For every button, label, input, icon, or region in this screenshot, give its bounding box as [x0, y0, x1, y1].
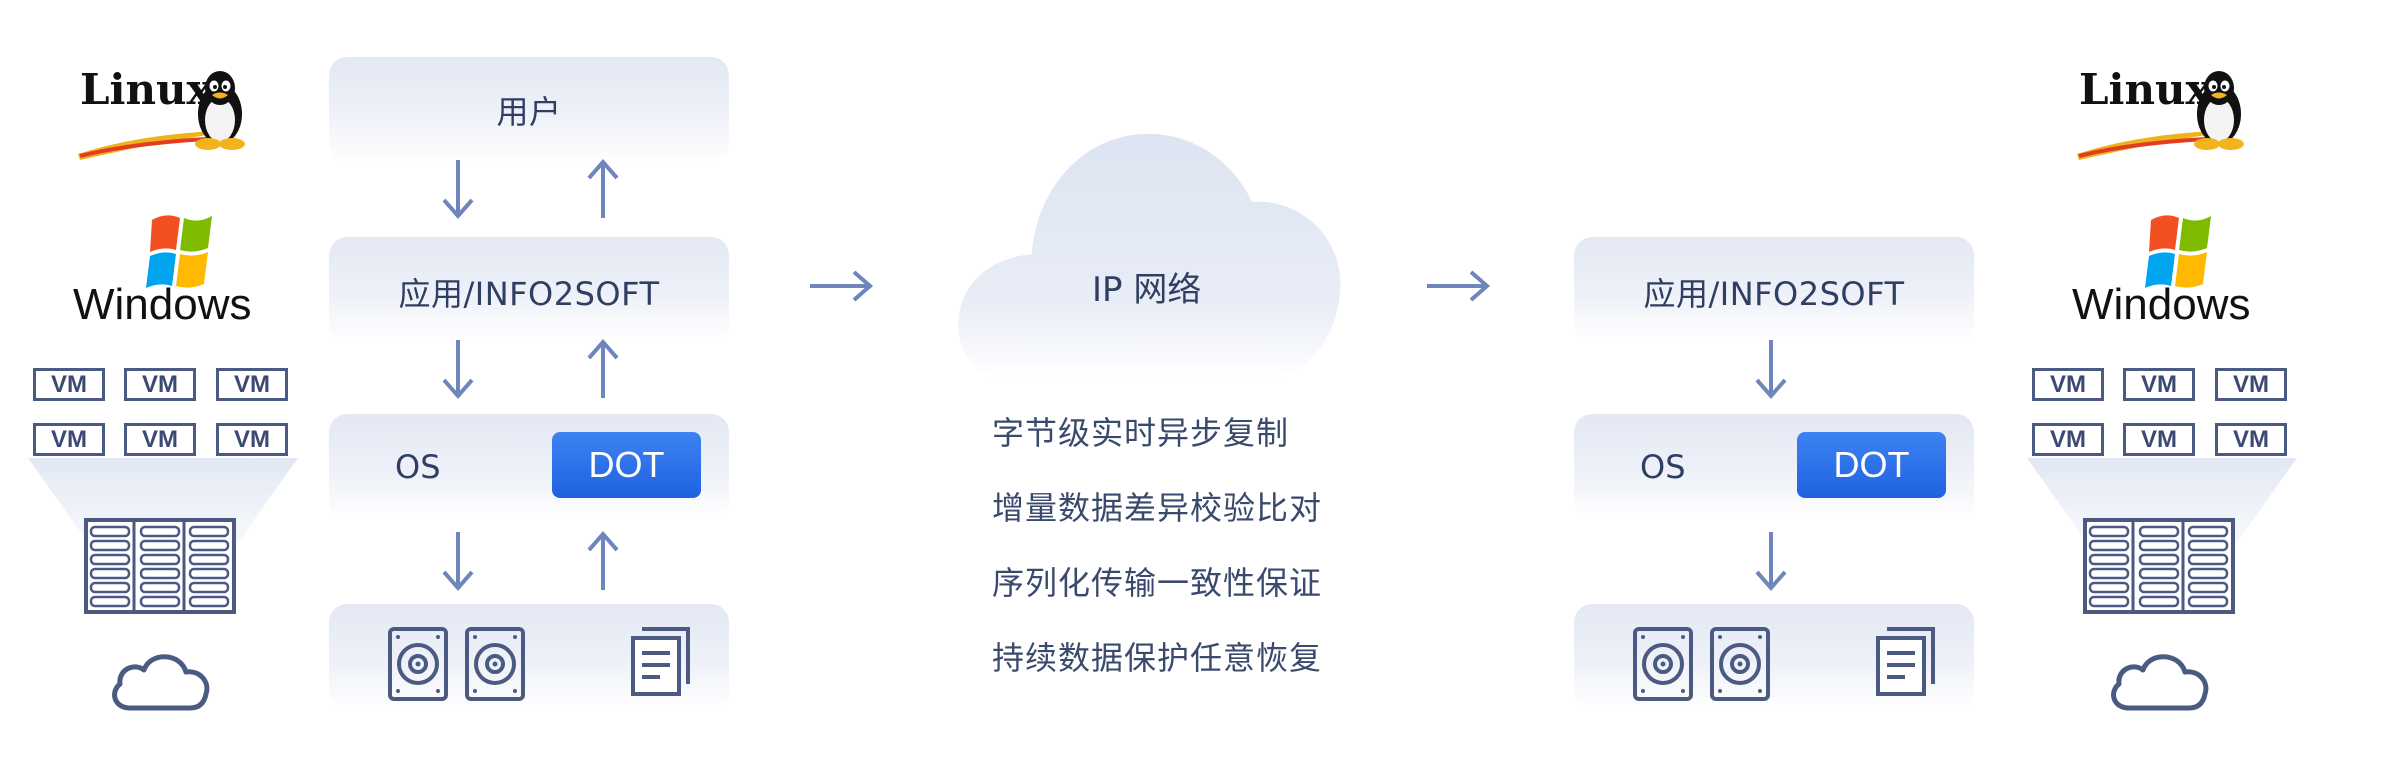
app-label-right: 应用/INFO2SOFT [1643, 275, 1905, 313]
dot-badge-left: DOT [552, 432, 701, 498]
right-logo-column: Linux Windows VM VM VM VM VM VM [2027, 60, 2297, 730]
ip-network-cloud [958, 133, 1341, 380]
storage-layer-left [329, 604, 729, 710]
vm-box: VM [216, 368, 288, 401]
arrow-down-icon [442, 158, 474, 218]
feature-item: 字节级实时异步复制 [992, 414, 1290, 452]
arrow-down-icon [1755, 530, 1787, 590]
disk-icon [465, 627, 525, 701]
cloud-title: IP 网络 [1092, 270, 1202, 310]
arrow-down-icon [1755, 338, 1787, 398]
arrow-right-icon [1425, 270, 1489, 302]
cloud-icon [2105, 640, 2213, 714]
vm-box: VM [2032, 368, 2104, 401]
document-icon [631, 627, 690, 696]
app-label-left: 应用/INFO2SOFT [398, 275, 660, 313]
disk-icon [1633, 627, 1693, 701]
arrow-down-icon [442, 530, 474, 590]
vm-box: VM [124, 423, 196, 456]
windows-logo-text: Windows [73, 280, 252, 329]
arrow-right-icon [808, 270, 872, 302]
vm-box: VM [216, 423, 288, 456]
storage-layer-right [1574, 604, 1974, 710]
cloud-icon [106, 640, 214, 714]
vm-box: VM [2123, 423, 2195, 456]
left-logo-column: Linux Windows VM VM VM VM VM VM [28, 60, 298, 730]
os-label-left: OS [395, 448, 441, 486]
server-rack-icon [2083, 518, 2235, 614]
feature-item: 增量数据差异校验比对 [992, 489, 1323, 527]
vm-box: VM [2215, 423, 2287, 456]
vm-box: VM [33, 423, 105, 456]
app-layer-left: 应用/INFO2SOFT [329, 237, 729, 343]
arrow-up-icon [587, 160, 619, 220]
document-icon [1876, 627, 1935, 696]
os-layer-left: OS DOT [329, 414, 729, 520]
arrow-up-icon [587, 532, 619, 592]
app-layer-right: 应用/INFO2SOFT [1574, 237, 1974, 343]
linux-penguin-icon [2194, 71, 2244, 150]
windows-logo-text: Windows [2072, 280, 2251, 329]
arrow-up-icon [587, 340, 619, 400]
feature-item: 持续数据保护任意恢复 [992, 639, 1323, 677]
user-label: 用户 [496, 93, 562, 131]
vm-box: VM [2215, 368, 2287, 401]
vm-box: VM [33, 368, 105, 401]
disk-icon [388, 627, 448, 701]
dot-badge-right: DOT [1797, 432, 1946, 498]
arrow-down-icon [442, 338, 474, 398]
user-layer: 用户 [329, 57, 729, 163]
server-rack-icon [84, 518, 236, 614]
linux-penguin-icon [195, 71, 245, 150]
vm-box: VM [2123, 368, 2195, 401]
os-label-right: OS [1640, 448, 1686, 486]
os-layer-right: OS DOT [1574, 414, 1974, 520]
disk-icon [1710, 627, 1770, 701]
linux-logo-text: Linux [2079, 65, 2211, 114]
linux-logo-text: Linux [80, 65, 212, 114]
feature-item: 序列化传输一致性保证 [992, 564, 1323, 602]
vm-box: VM [124, 368, 196, 401]
vm-box: VM [2032, 423, 2104, 456]
